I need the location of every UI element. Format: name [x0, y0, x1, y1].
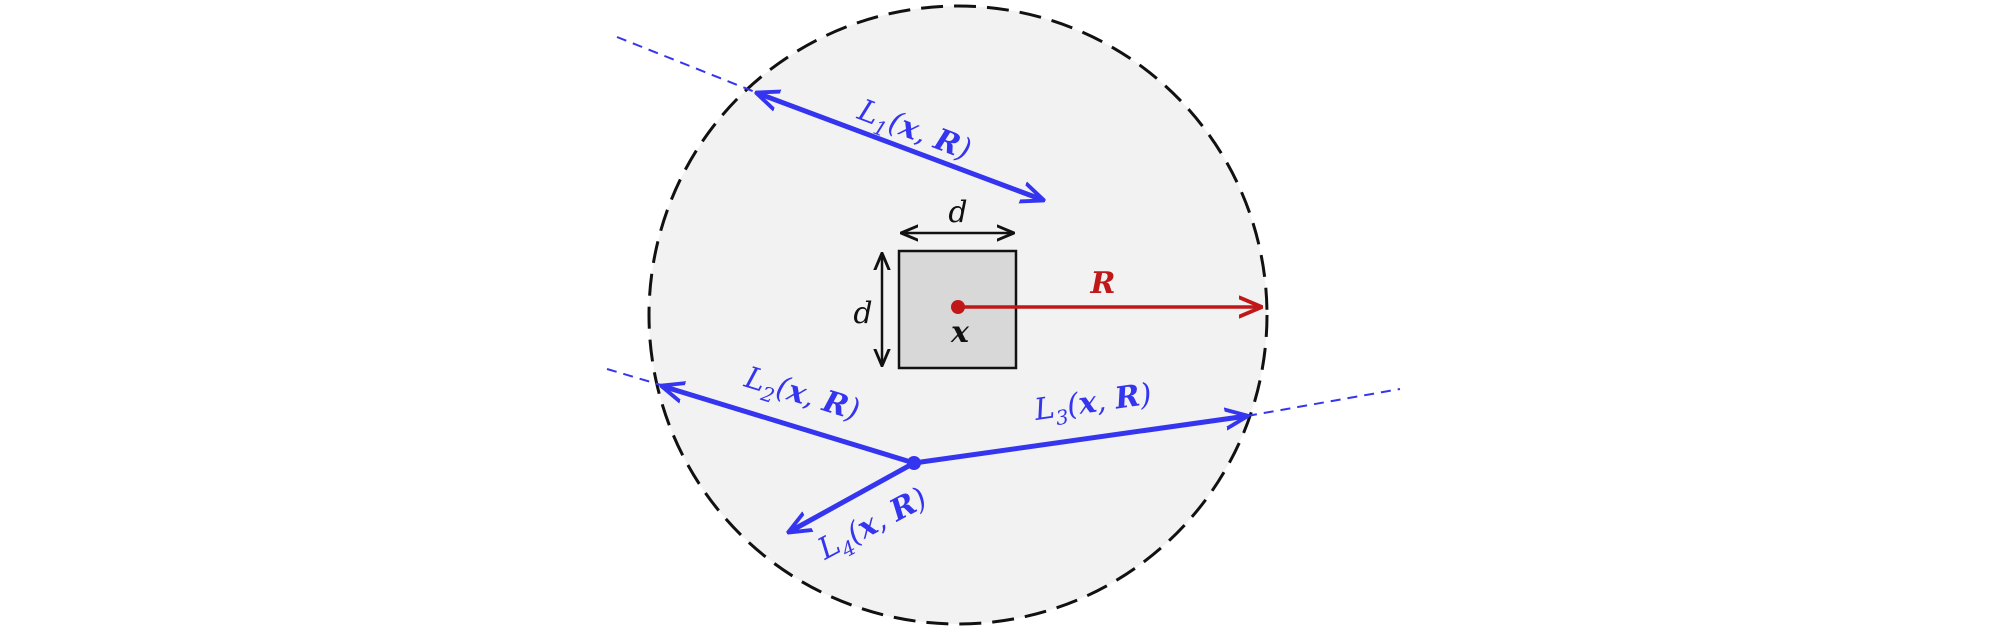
ray-l3-label: L3(x, R) — [1031, 377, 1154, 433]
ray-l4 — [789, 460, 916, 532]
ray-l3 — [913, 416, 1247, 466]
ray-l1-label: L1(x, R) — [850, 92, 975, 172]
side-label-top: d — [948, 195, 967, 230]
center-label: x — [950, 315, 970, 350]
ray-l2 — [662, 386, 915, 466]
side-label-left: d — [853, 296, 872, 331]
ray-2-extension — [606, 368, 662, 386]
ray-1-extension — [616, 36, 756, 93]
ray-3-extension — [1246, 388, 1401, 417]
radius-label: R — [1090, 266, 1116, 301]
scattering-point — [907, 456, 921, 470]
center-point — [951, 300, 965, 314]
ray-l1 — [757, 93, 1043, 200]
